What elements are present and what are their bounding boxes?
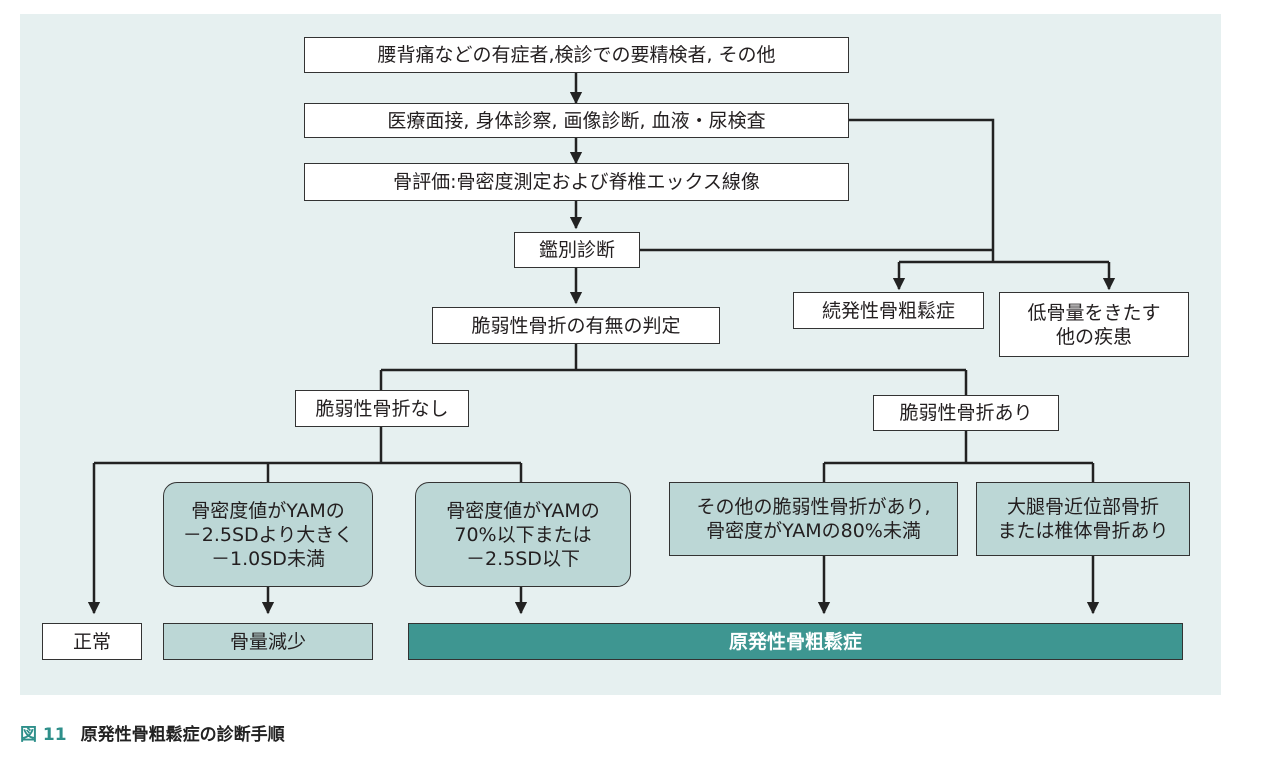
figure-caption: 図 11 原発性骨粗鬆症の診断手順 bbox=[20, 720, 285, 745]
node-medical-examination: 医療面接, 身体診察, 画像診断, 血液・尿検査 bbox=[304, 103, 849, 138]
node-hip-or-vertebral-fracture: 大腿骨近位部骨折 または椎体骨折あり bbox=[976, 482, 1190, 556]
node-differential-diagnosis: 鑑別診断 bbox=[514, 232, 640, 268]
node-normal: 正常 bbox=[42, 623, 142, 660]
line-n2-right bbox=[849, 118, 995, 262]
node-fragility-fracture-judgment: 脆弱性骨折の有無の判定 bbox=[432, 307, 720, 344]
node-other-low-bone-diseases: 低骨量をきたす 他の疾患 bbox=[999, 292, 1189, 357]
node-bmd-minus2.5-to-minus1.0: 骨密度値がYAMの －2.5SDより大きく －1.0SD未満 bbox=[163, 482, 373, 587]
node-with-fragility-fracture: 脆弱性骨折あり bbox=[873, 395, 1059, 431]
figure-number: 図 11 bbox=[20, 725, 67, 745]
node-bmd-70pct-or-minus2.5: 骨密度値がYAMの 70%以下または －2.5SD以下 bbox=[415, 482, 631, 587]
node-primary-osteoporosis: 原発性骨粗鬆症 bbox=[408, 623, 1183, 660]
node-other-fracture-bmd-80pct: その他の脆弱性骨折があり, 骨密度がYAMの80%未満 bbox=[669, 482, 958, 556]
node-bone-evaluation: 骨評価:骨密度測定および脊椎エックス線像 bbox=[304, 163, 849, 201]
node-osteopenia: 骨量減少 bbox=[163, 623, 373, 660]
figure-title: 原発性骨粗鬆症の診断手順 bbox=[80, 725, 285, 745]
node-no-fragility-fracture: 脆弱性骨折なし bbox=[295, 390, 469, 427]
node-symptomatic-patients: 腰背痛などの有症者,検診での要精検者, その他 bbox=[304, 37, 849, 73]
node-secondary-osteoporosis: 続発性骨粗鬆症 bbox=[793, 292, 984, 329]
